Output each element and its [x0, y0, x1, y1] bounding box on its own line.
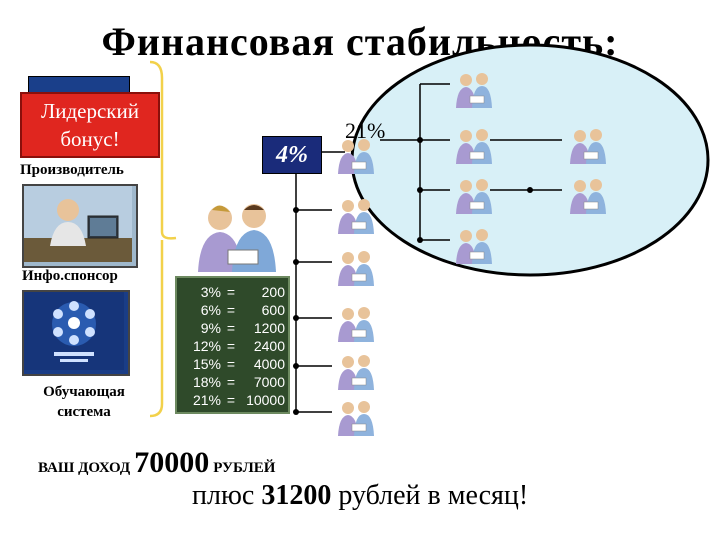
table-row: 12%=2400 — [192, 338, 285, 354]
two-people-icon — [198, 204, 276, 272]
training-system-label: Обучающая система — [28, 382, 140, 422]
person-pair-icon — [452, 126, 496, 164]
training-label-line2: система — [57, 404, 111, 420]
training-system-image — [22, 290, 130, 376]
percent-badge: 4% — [262, 136, 322, 174]
income-amount: 70000 — [134, 446, 210, 479]
table-row: 3%=200 — [200, 284, 285, 300]
bonus-line2: бонус! — [60, 127, 120, 151]
leader-bonus-box: Лидерский бонус! — [20, 92, 160, 158]
table-row: 9%=1200 — [200, 320, 285, 336]
table-row: 15%=4000 — [192, 356, 285, 372]
training-label-line1: Обучающая — [43, 384, 125, 400]
income-suffix: РУБЛЕЙ — [213, 460, 276, 476]
info-sponsor-image — [22, 184, 138, 268]
person-pair-icon — [566, 126, 610, 164]
producer-label: Производитель — [20, 162, 124, 178]
monthly-prefix: плюс — [192, 480, 255, 511]
person-pair-icon — [334, 136, 378, 174]
income-prefix: ВАШ ДОХОД — [38, 460, 131, 476]
monthly-amount: 31200 — [261, 480, 332, 511]
person-pair-icon — [334, 352, 378, 390]
diamond-alliance-icon — [24, 292, 124, 370]
table-row: 21%=10000 — [192, 392, 285, 408]
group-percent-label: 21% — [345, 118, 386, 143]
person-pair-icon — [334, 304, 378, 342]
person-pair-icon — [566, 176, 610, 214]
bonus-line1: Лидерский — [41, 99, 139, 123]
table-row: 6%=600 — [200, 302, 285, 318]
person-pair-icon — [452, 176, 496, 214]
bonus-table: 3%=200 6%=600 9%=1200 12%=2400 15%=4000 … — [175, 276, 290, 414]
business-people-image — [190, 198, 290, 274]
person-pair-icon — [334, 196, 378, 234]
person-pair-icon — [452, 226, 496, 264]
monthly-line: плюс 31200 рублей в месяц! — [192, 480, 528, 512]
person-pair-icon — [334, 248, 378, 286]
table-row: 18%=7000 — [192, 374, 285, 390]
info-sponsor-label: Инфо.спонсор — [22, 268, 118, 284]
monthly-suffix: рублей в месяц! — [338, 480, 529, 511]
income-line: ВАШ ДОХОД 70000 РУБЛЕЙ — [38, 446, 275, 480]
person-pair-icon — [334, 398, 378, 436]
person-at-computer-icon — [24, 186, 132, 262]
person-pair-icon — [452, 70, 496, 108]
